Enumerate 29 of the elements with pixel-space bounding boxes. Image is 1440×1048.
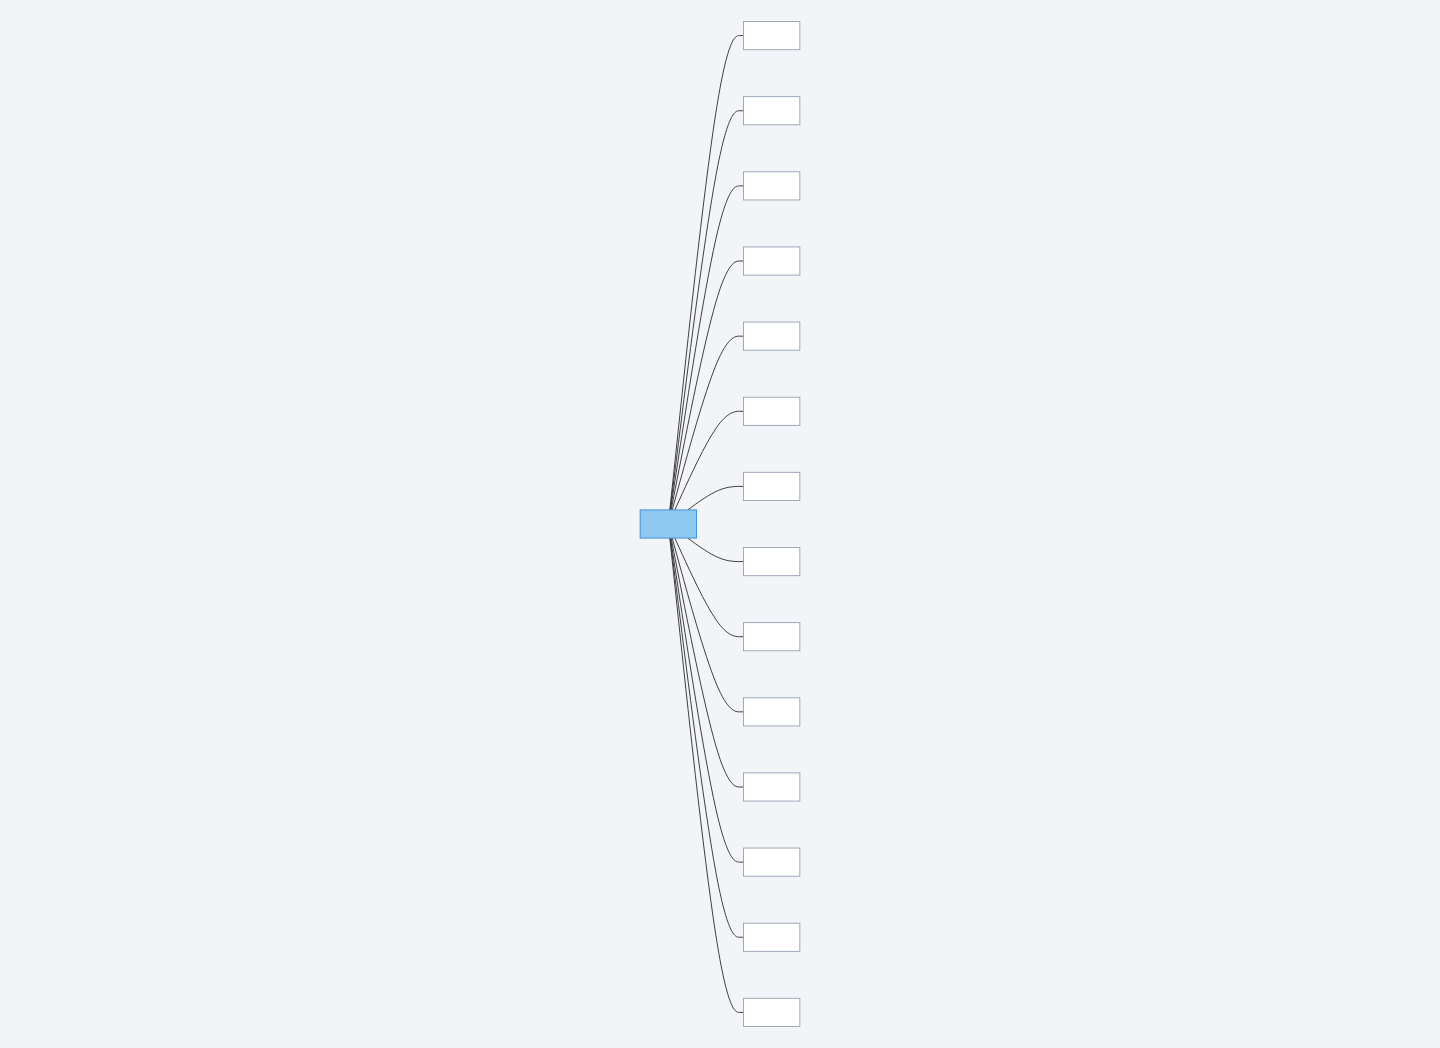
connector <box>669 110 744 511</box>
node-box <box>743 997 801 1027</box>
node-box <box>743 847 801 877</box>
connector <box>670 537 744 788</box>
node-box <box>743 21 801 51</box>
connector <box>670 537 744 863</box>
connector <box>669 35 744 511</box>
node-box <box>743 246 801 276</box>
connector <box>687 485 744 511</box>
node-box <box>743 321 801 351</box>
node-box <box>743 772 801 802</box>
node-box <box>743 922 801 952</box>
node-box <box>743 697 801 727</box>
connector <box>687 537 744 563</box>
connector <box>669 537 744 938</box>
node-box <box>743 96 801 126</box>
node-box <box>743 622 801 652</box>
node-box <box>743 471 801 501</box>
node-box <box>743 396 801 426</box>
connector <box>670 260 744 511</box>
connector <box>671 537 744 713</box>
connector <box>670 185 744 511</box>
connector <box>671 335 744 511</box>
connector <box>674 410 744 511</box>
node-box <box>743 171 801 201</box>
connector <box>674 537 744 638</box>
node-box <box>743 547 801 577</box>
node-box <box>639 509 697 539</box>
connector <box>669 537 744 1013</box>
